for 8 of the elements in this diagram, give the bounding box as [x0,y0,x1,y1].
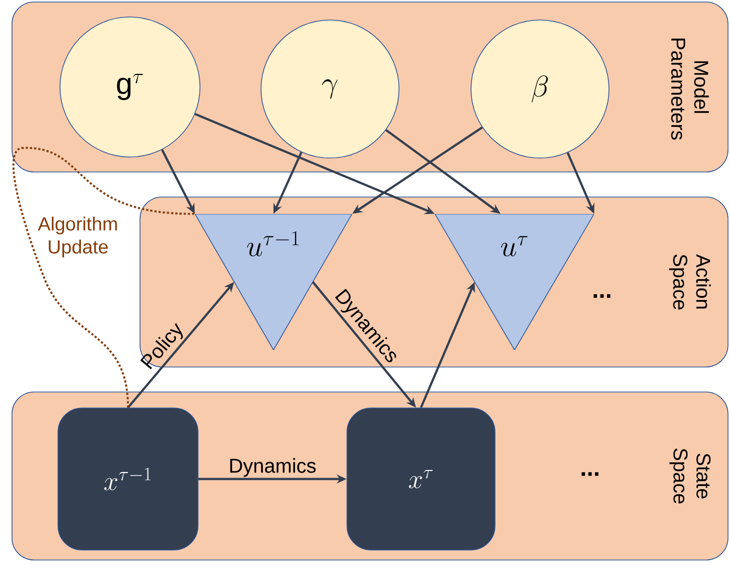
action-triangle: $u^{\tau}$ [435,214,594,350]
dotted-curve [12,147,195,408]
state-box: $x^{\tau}$ [346,408,496,550]
ellipsis: ... [594,294,610,298]
edge-label: Algorithm Update [38,216,117,258]
ellipsis: ... [582,472,598,476]
state-box: $x^{\tau-1}$ [58,408,198,550]
edge-label: Dynamics [230,458,316,477]
